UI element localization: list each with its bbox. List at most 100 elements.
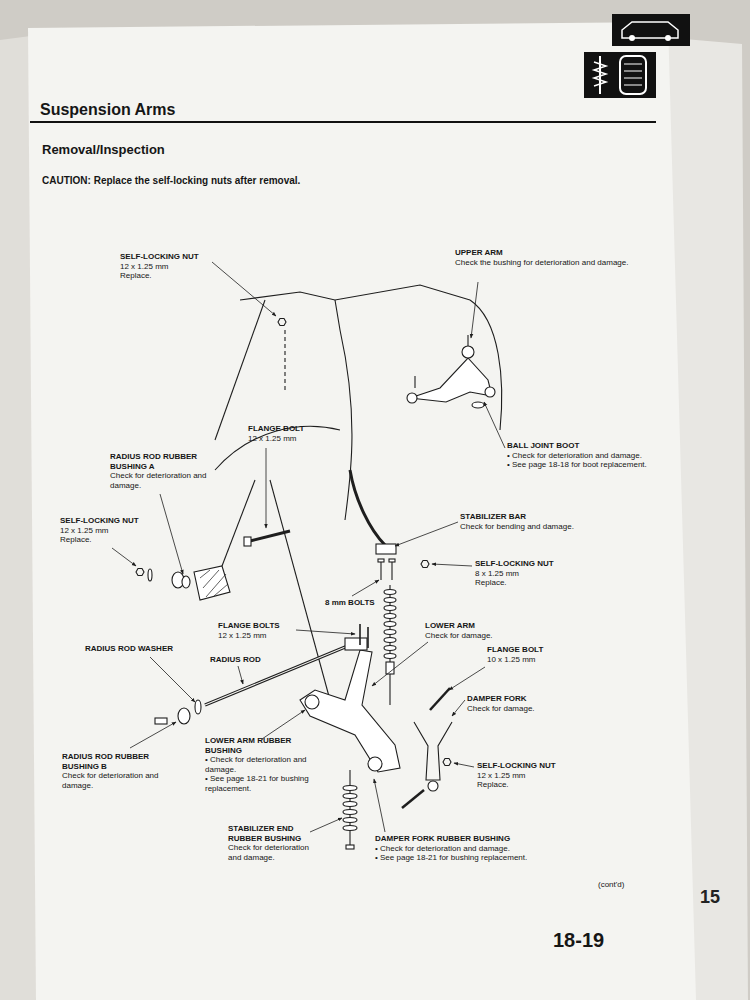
part-name: FLANGE BOLTS: [218, 621, 296, 631]
callout-block: DAMPER FORK RUBBER BUSHING• Check for de…: [375, 834, 555, 863]
part-name: SELF-LOCKING NUT: [477, 761, 572, 771]
callout-block: FLANGE BOLT10 x 1.25 mm: [487, 645, 562, 664]
callout-block: LOWER ARM RUBBER BUSHING• Check for dete…: [205, 736, 310, 793]
callout-block: RADIUS ROD RUBBER BUSHING BCheck for det…: [62, 752, 162, 790]
callout-block: BALL JOINT BOOT• Check for deterioration…: [507, 441, 665, 470]
callout-block: 8 mm BOLTS: [325, 598, 385, 608]
part-note: 12 x 1.25 mm: [477, 771, 572, 781]
stabilizer-end-bolt: [349, 770, 350, 845]
part-name: SELF-LOCKING NUT: [475, 559, 570, 569]
part-note: 12 x 1.25 mm: [120, 262, 220, 272]
callout-block: RADIUS ROD WASHER: [85, 644, 185, 654]
leader-line: [112, 262, 505, 832]
part-note: 12 x 1.25 mm: [60, 526, 152, 536]
callout-block: FLANGE BOLTS12 x 1.25 mm: [218, 621, 296, 640]
leader-line: [296, 630, 355, 634]
section-tab-icon: [612, 14, 690, 46]
header-rule: [30, 121, 656, 123]
caution-note: CAUTION: Replace the self-locking nuts a…: [42, 175, 422, 187]
lower-arm: [300, 650, 400, 772]
part-name: 8 mm BOLTS: [325, 598, 385, 608]
part-note: Check for bending and damage.: [460, 522, 610, 532]
callout-block: RADIUS ROD: [210, 655, 270, 665]
part-name: RADIUS ROD: [210, 655, 270, 665]
suspension-icon: [624, 64, 642, 65]
callout-block: (cont'd): [598, 880, 658, 890]
arm-bushing: [407, 393, 417, 403]
part-name: STABILIZER END RUBBER BUSHING: [228, 824, 318, 843]
suspension-icon: [594, 62, 606, 86]
leader-line: [266, 448, 267, 528]
leader-line: [484, 402, 505, 448]
callout-block: RADIUS ROD RUBBER BUSHING ACheck for det…: [110, 452, 210, 490]
leader-line: [374, 779, 385, 832]
leader-line: [262, 710, 305, 739]
callout-block: LOWER ARMCheck for damage.: [425, 621, 505, 640]
flange-bolt: [359, 624, 361, 645]
leader-line: [454, 763, 474, 767]
part-note: • See page 18-21 for bushing replacement…: [205, 774, 310, 793]
stabilizer-bar: [350, 470, 385, 545]
suspension-icon: [624, 78, 642, 79]
bolt-8mm: [380, 562, 381, 580]
part-note: • Check for deterioration and damage.: [507, 451, 665, 461]
ball-joint-stud: [467, 335, 468, 346]
leader-line: [160, 494, 183, 574]
part-name: UPPER ARM: [455, 248, 650, 258]
mount-stud: [414, 376, 415, 388]
bolt-head: [389, 559, 395, 562]
rubber-bushing: [182, 576, 190, 588]
nut-symbol: [421, 561, 429, 568]
fork-clamp: [428, 781, 438, 791]
part-name: RADIUS ROD RUBBER BUSHING B: [62, 752, 162, 771]
callout-block: STABILIZER BARCheck for bending and dama…: [460, 512, 610, 531]
arm-bushing: [485, 387, 495, 397]
damper-fork: [414, 722, 452, 780]
end-bushing: [343, 802, 357, 807]
suspension-icon: [620, 56, 646, 94]
suspension-icon: [624, 85, 642, 86]
part-note: 12 x 1.25 mm: [248, 434, 328, 444]
flange-bolt: [402, 790, 424, 808]
washer: [384, 622, 396, 627]
arm-bushing: [305, 695, 319, 709]
leader-line: [212, 262, 276, 316]
leader-line: [449, 667, 485, 690]
washer: [384, 630, 396, 635]
end-bushing: [343, 810, 357, 815]
ball-joint: [462, 346, 474, 358]
nut-symbol: [278, 319, 286, 326]
part-note: Check for damage.: [425, 631, 505, 641]
flange-bolt: [367, 627, 369, 648]
leader-line: [130, 722, 176, 748]
frame-bracket: [194, 566, 230, 600]
callout-block: 18-19: [553, 928, 633, 952]
part-note: • See page 18-18 for boot replacement.: [507, 460, 665, 470]
callout-block: FLANGE BOLT12 x 1.25 mm: [248, 424, 328, 443]
part-name: SELF-LOCKING NUT: [60, 516, 152, 526]
part-note: Replace.: [60, 535, 152, 545]
washer: [148, 569, 152, 581]
callout-block: DAMPER FORKCheck for damage.: [467, 694, 547, 713]
page: [28, 22, 696, 1000]
suspension-icon: [624, 71, 642, 72]
frame-line: [215, 300, 265, 440]
stabilizer-bracket: [376, 544, 396, 554]
part-name: SELF-LOCKING NUT: [120, 252, 220, 262]
part-note: Replace.: [120, 271, 220, 281]
frame-line: [222, 480, 255, 566]
hatching: [200, 570, 228, 597]
callout-block: CAUTION: Replace the self-locking nuts a…: [42, 175, 422, 187]
part-note: Check for damage.: [467, 704, 547, 714]
leader-line: [352, 580, 379, 596]
bolt-head: [244, 537, 251, 546]
fork-bushing: [368, 757, 382, 771]
page-title: Suspension Arms: [40, 100, 175, 119]
part-note: Check for deterioration and damage.: [110, 471, 210, 490]
continued-note: (cont'd): [598, 880, 658, 890]
washer: [384, 638, 396, 643]
washer: [384, 614, 396, 619]
flange-bolt: [430, 688, 450, 710]
